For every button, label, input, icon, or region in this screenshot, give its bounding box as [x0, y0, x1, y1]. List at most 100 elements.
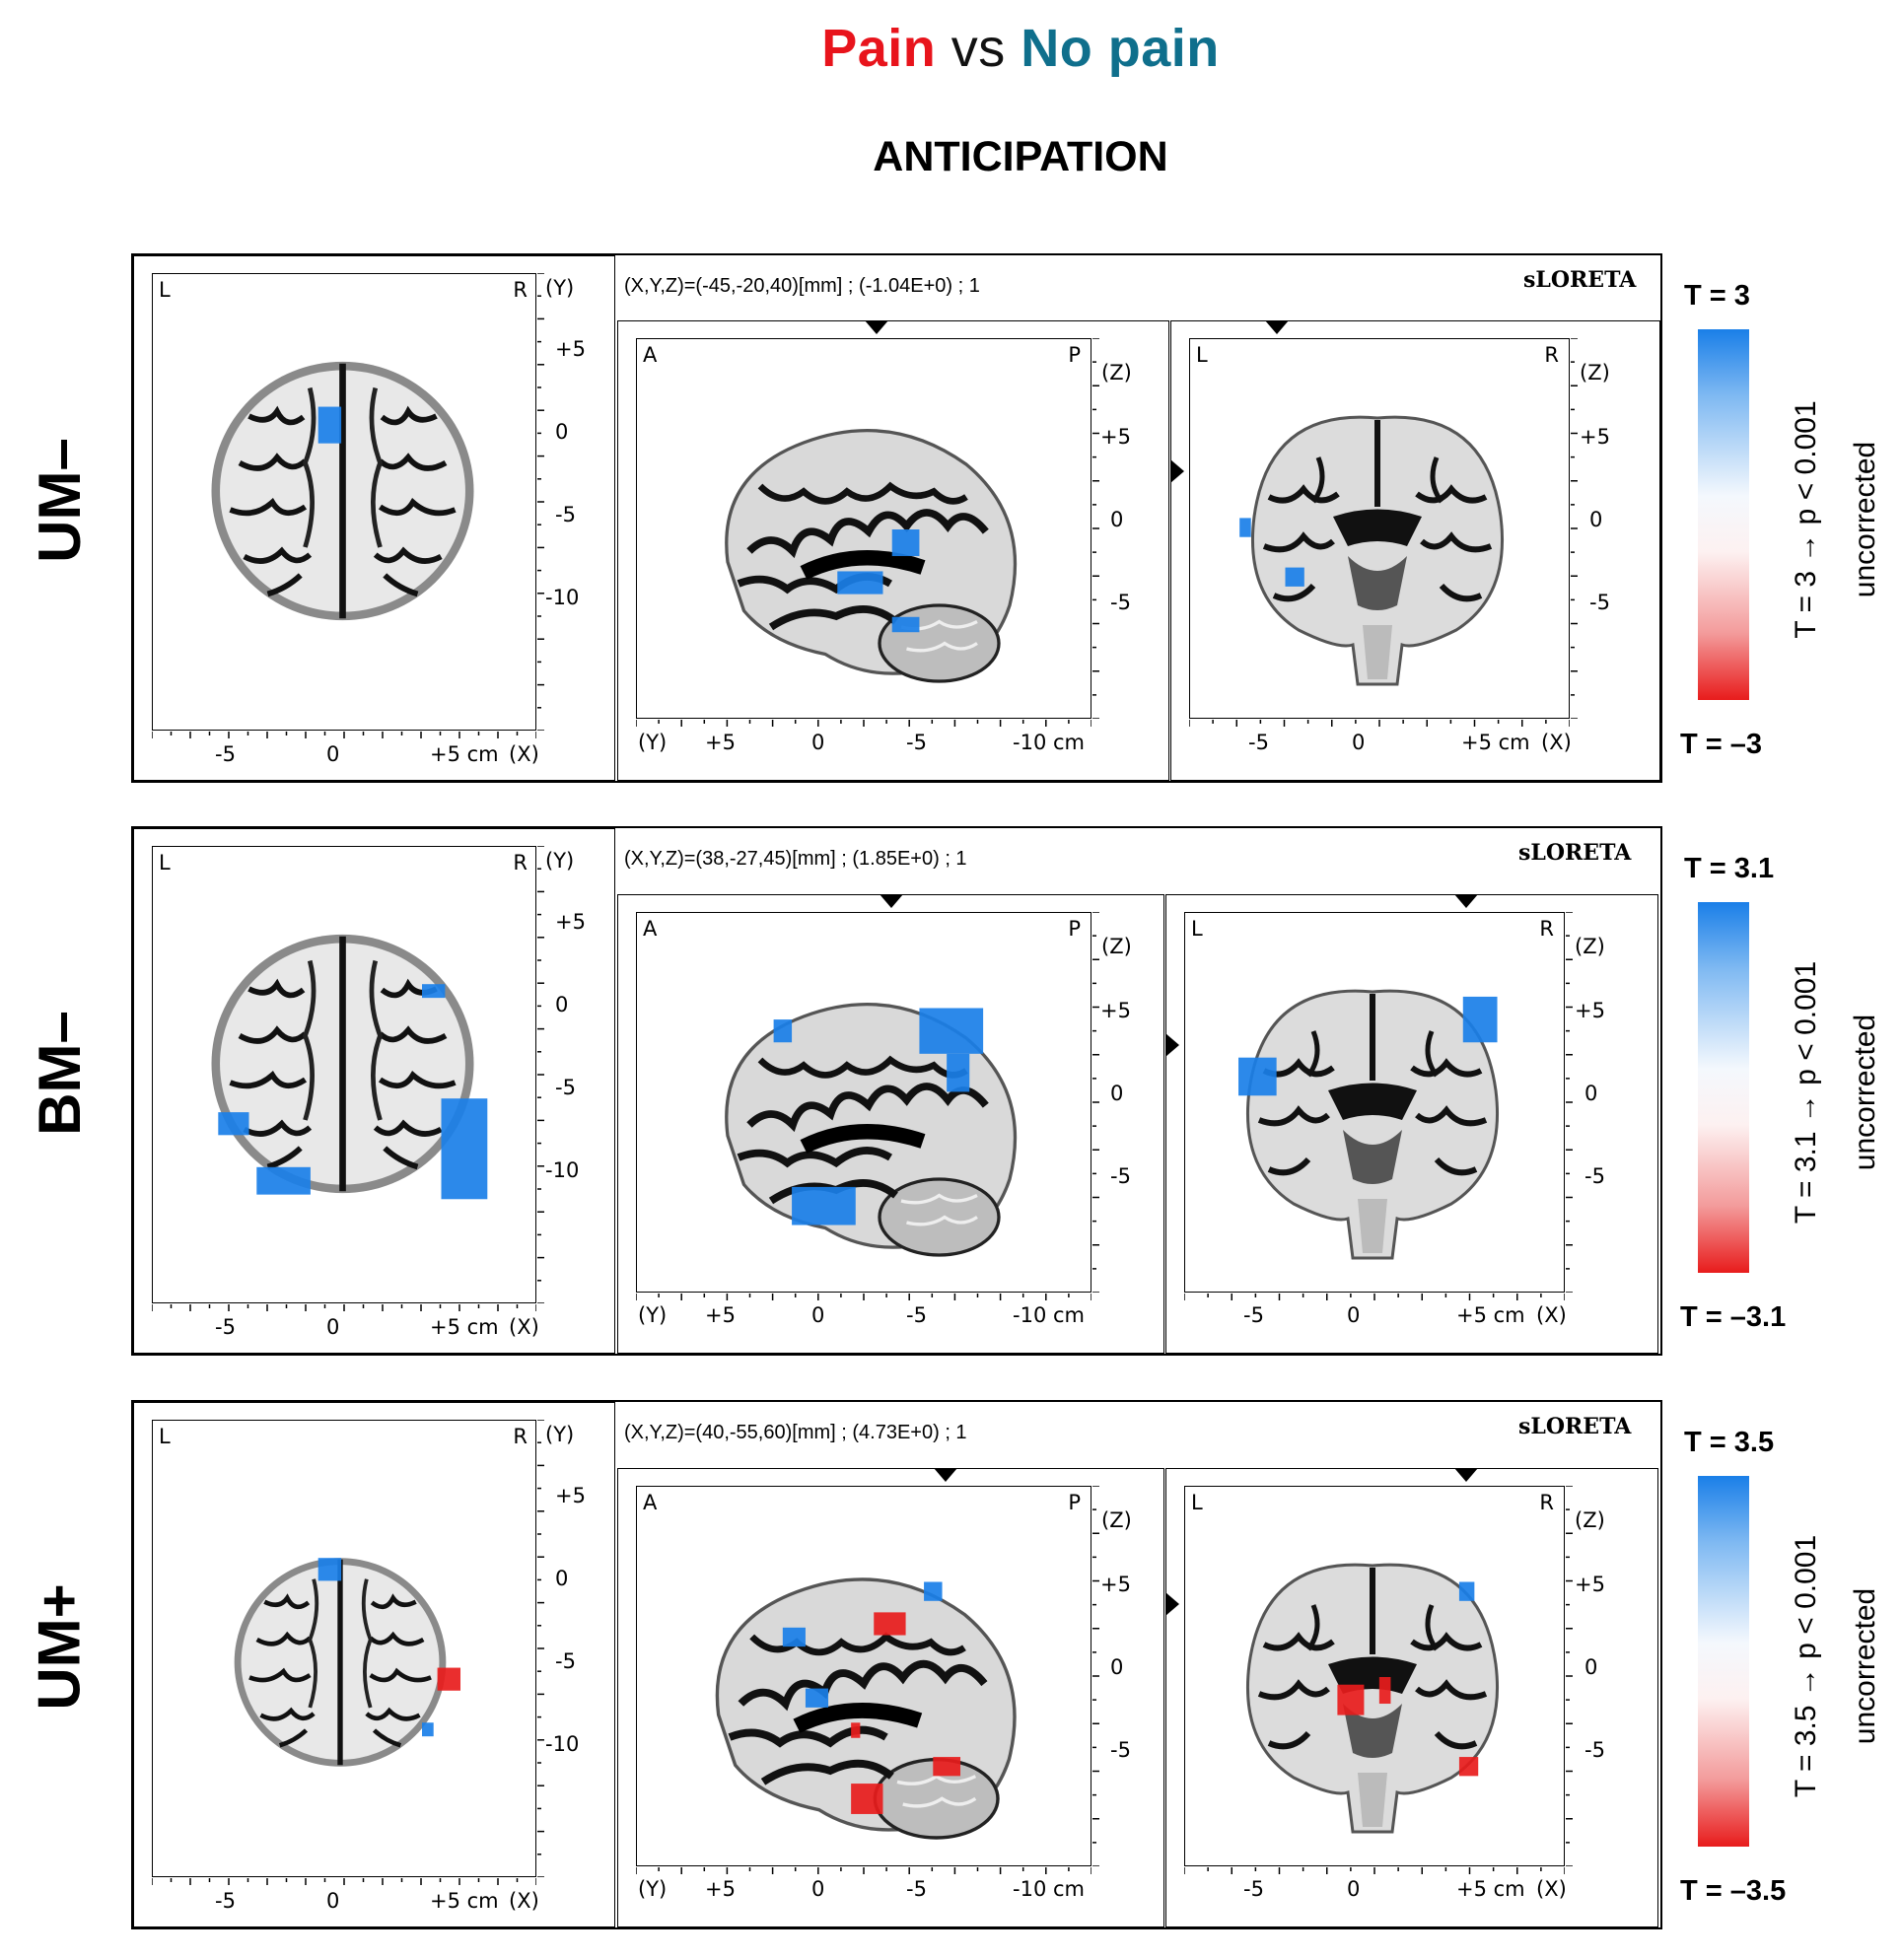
coronal-x-ticks: [1184, 1867, 1565, 1874]
coronal-slice-marker[interactable]: [1454, 894, 1478, 908]
axial-y-tick-0: +5: [555, 910, 586, 934]
sagittal-blue-cluster-1: [782, 1627, 806, 1647]
axial-y-tick-3: -10: [545, 1732, 580, 1756]
coordinate-readout: (X,Y,Z)=(38,-27,45)[mm] ; (1.85E+0) ; 1: [624, 848, 967, 870]
coordinate-readout: (X,Y,Z)=(-45,-20,40)[mm] ; (-1.04E+0) ; …: [624, 275, 980, 297]
coronal-level-marker[interactable]: [1165, 1033, 1179, 1057]
sagittal-z-axis-label: (Z): [1101, 361, 1132, 385]
sagittal-blue-cluster-0: [919, 1008, 984, 1054]
row-label-text: UM+: [26, 1582, 93, 1711]
axial-x-tick-0: -5: [215, 1889, 236, 1913]
sagittal-x-ticks: [636, 1867, 1091, 1874]
coronal-x-ticks: [1184, 1294, 1565, 1300]
axial-y-tick-1: 0: [555, 993, 569, 1016]
sagittal-slice-marker[interactable]: [880, 894, 903, 908]
row-label-0: UM–: [0, 401, 118, 598]
coronal-blue-cluster-1: [1285, 567, 1304, 587]
axial-blue-cluster-3: [422, 984, 446, 999]
coronal-level-marker[interactable]: [1165, 1592, 1179, 1616]
sagittal-red-cluster-2: [933, 1757, 961, 1777]
coronal-slice-marker[interactable]: [1454, 1468, 1478, 1482]
axial-blue: [317, 406, 342, 444]
axial-x-axis-label: (X): [509, 742, 539, 766]
coronal-x-tick-1: 0: [1347, 1877, 1361, 1901]
sagittal-x-tick-3: -10 cm: [1013, 1877, 1085, 1901]
coronal-x-tick-2: +5 cm: [1456, 1303, 1525, 1327]
row-label-1: BM–: [0, 974, 118, 1171]
coronal-blue-cluster-0: [1458, 1581, 1475, 1601]
row-label-text: BM–: [26, 1010, 93, 1136]
sagittal-z-tick-1: 0: [1110, 508, 1124, 531]
coronal-blue: [1458, 1581, 1475, 1601]
coronal-slice-marker[interactable]: [1265, 320, 1289, 334]
sagittal-blue-cluster-2: [805, 1688, 829, 1708]
sagittal-z-tick-2: -5: [1110, 591, 1131, 614]
sagittal-x-tick-2: -5: [906, 731, 927, 754]
sagittal-blue-cluster-2: [891, 616, 920, 633]
uncorrected-label: uncorrected: [1849, 1587, 1881, 1745]
coronal-right-label: R: [1539, 917, 1554, 941]
axial-x-tick-1: 0: [326, 1889, 340, 1913]
title-no-pain: No pain: [1021, 19, 1220, 78]
sagittal-slice-marker[interactable]: [934, 1468, 957, 1482]
axial-blue-cluster-0: [317, 1558, 342, 1581]
axial-right-label: R: [513, 851, 528, 875]
sagittal-z-axis-label: (Z): [1101, 1508, 1132, 1532]
coronal-x-axis-label: (X): [1536, 1877, 1567, 1901]
sagittal-anterior-label: A: [643, 917, 658, 941]
sagittal-x-tick-3: -10 cm: [1013, 1303, 1085, 1327]
axial-x-axis-label: (X): [509, 1315, 539, 1339]
axial-blue-cluster-1: [422, 1722, 434, 1737]
sagittal-blue-cluster-1: [837, 571, 883, 595]
axial-red: [437, 1667, 460, 1691]
axial-y-tick-3: -10: [545, 1158, 580, 1182]
axial-right-label: R: [513, 278, 528, 302]
sagittal-anterior-label: A: [643, 1491, 658, 1514]
axial-left-label: L: [159, 1425, 171, 1448]
axial-blue: [218, 984, 488, 1200]
coronal-red: [1337, 1677, 1479, 1777]
coronal-x-tick-0: -5: [1243, 1303, 1264, 1327]
coronal-x-ticks: [1189, 720, 1570, 727]
sagittal-z-tick-1: 0: [1110, 1655, 1124, 1679]
axial-x-ticks: [152, 1878, 536, 1885]
axial-y-tick-3: -10: [545, 586, 580, 609]
sagittal-slice-marker[interactable]: [865, 320, 888, 334]
sagittal-blue-cluster-1: [947, 1053, 970, 1092]
sagittal-red-cluster-1: [851, 1784, 883, 1814]
sagittal-z-axis-label: (Z): [1101, 935, 1132, 958]
axial-blue-cluster-0: [317, 406, 342, 444]
coronal-red: [1190, 339, 1570, 719]
sagittal-x-ticks: [636, 720, 1091, 727]
axial-x-tick-1: 0: [326, 1315, 340, 1339]
sagittal-z-ticks: [1092, 1486, 1099, 1866]
axial-y-ticks: [537, 846, 544, 1303]
sagittal-x-tick-1: 0: [811, 1303, 825, 1327]
sagittal-posterior-label: P: [1068, 917, 1081, 941]
coronal-z-ticks: [1566, 912, 1573, 1293]
coronal-level-marker[interactable]: [1170, 459, 1184, 483]
threshold-label: T = 3 → p < 0.001: [1790, 400, 1822, 639]
coronal-blue: [1239, 518, 1304, 587]
sagittal-x-tick-0: +5: [705, 1303, 736, 1327]
sagittal-x-tick-2: -5: [906, 1303, 927, 1327]
axial-blue-cluster-0: [441, 1098, 488, 1200]
axial-right-label: R: [513, 1425, 528, 1448]
axial-red: [153, 274, 536, 731]
axial-y-ticks: [537, 1420, 544, 1877]
